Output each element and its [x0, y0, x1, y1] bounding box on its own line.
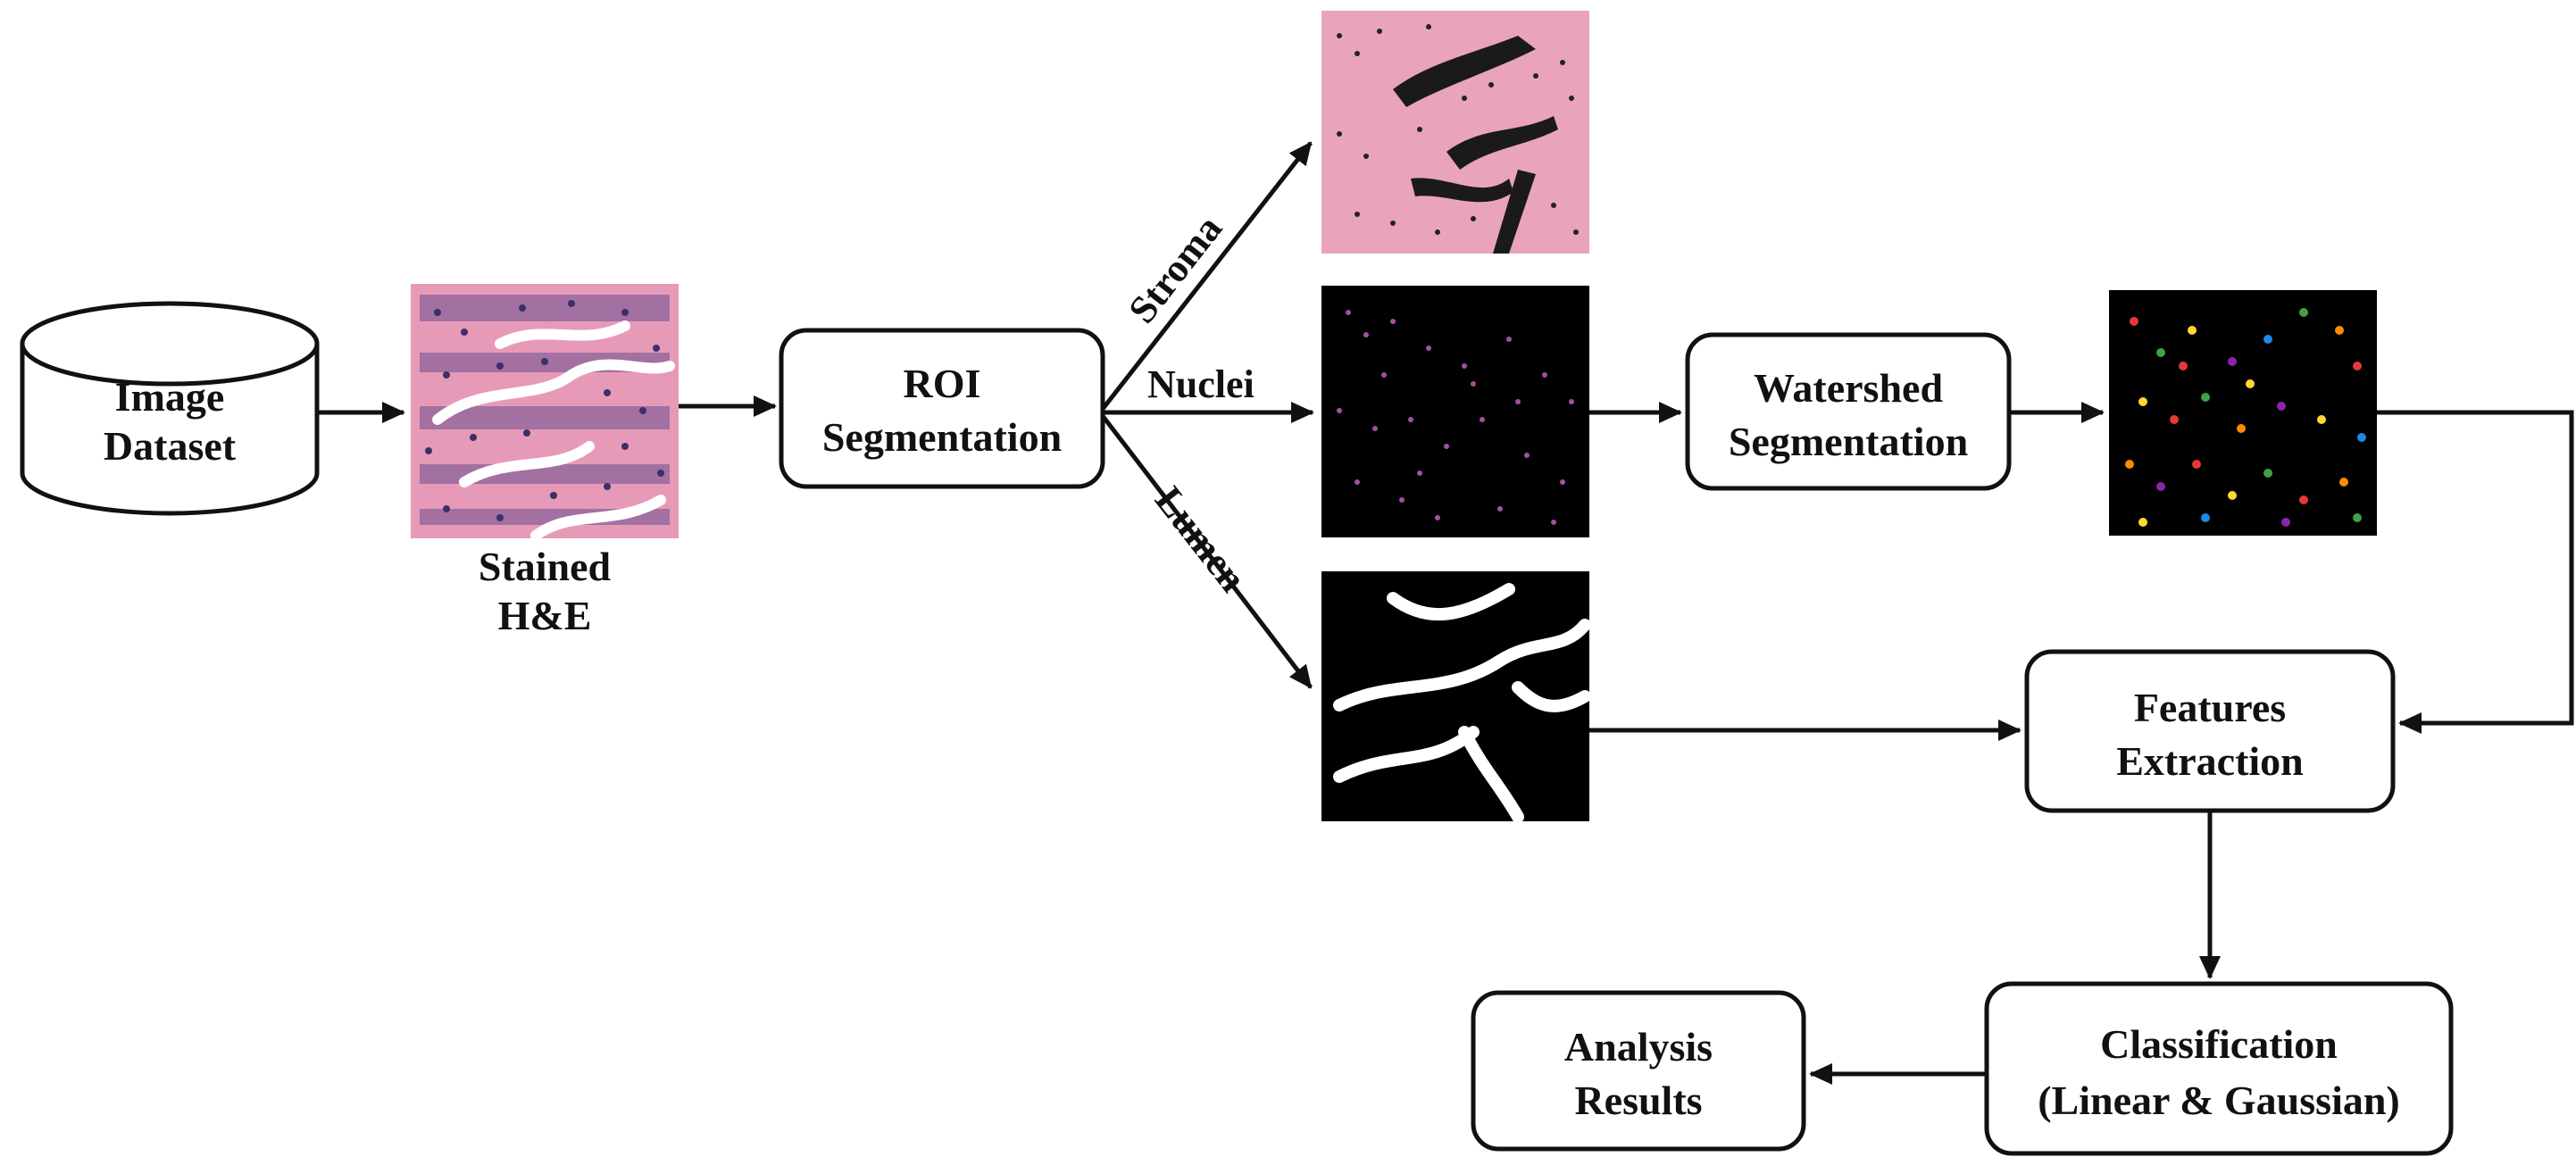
- features-label-1: Features: [2134, 685, 2286, 730]
- classification-label-2: (Linear & Gaussian): [2038, 1078, 2400, 1123]
- arrow-result-to-features: [2377, 410, 2574, 734]
- branch-label-nuclei: Nuclei: [1147, 362, 1255, 406]
- roi-segmentation-label-1: ROI: [904, 361, 981, 406]
- analysis-results-node: Analysis Results: [1471, 990, 1806, 1152]
- watershed-label-1: Watershed: [1754, 365, 1944, 411]
- features-label-2: Extraction: [2116, 738, 2304, 784]
- classification-label-1: Classification: [2100, 1021, 2338, 1067]
- arrow-roi-to-lumen: [1101, 414, 1313, 689]
- lumen-image: [1321, 571, 1591, 823]
- image-dataset-label-1: Image: [115, 374, 225, 420]
- features-extraction-node: Features Extraction: [2024, 649, 2396, 813]
- image-dataset-node: Image Dataset: [20, 301, 320, 516]
- stained-he-label-2: H&E: [498, 593, 592, 638]
- arrow-roi-to-stroma: [1101, 141, 1313, 411]
- stained-he-image: Stained H&E: [411, 284, 679, 638]
- watershed-label-2: Segmentation: [1729, 419, 1968, 464]
- nuclei-image: [1321, 286, 1589, 537]
- watershed-result-image: [2109, 290, 2377, 536]
- image-dataset-label-2: Dataset: [104, 423, 237, 469]
- classification-node: Classification (Linear & Gaussian): [1984, 981, 2454, 1156]
- analysis-results-label-2: Results: [1574, 1078, 1702, 1123]
- roi-segmentation-node: ROI Segmentation: [779, 328, 1105, 489]
- roi-segmentation-label-2: Segmentation: [822, 414, 1062, 460]
- watershed-segmentation-node: Watershed Segmentation: [1685, 332, 2012, 491]
- stained-he-label-1: Stained: [479, 544, 612, 589]
- branch-label-lumen: Lumen: [1146, 478, 1255, 600]
- analysis-results-label-1: Analysis: [1564, 1024, 1713, 1069]
- stroma-image: [1321, 11, 1589, 254]
